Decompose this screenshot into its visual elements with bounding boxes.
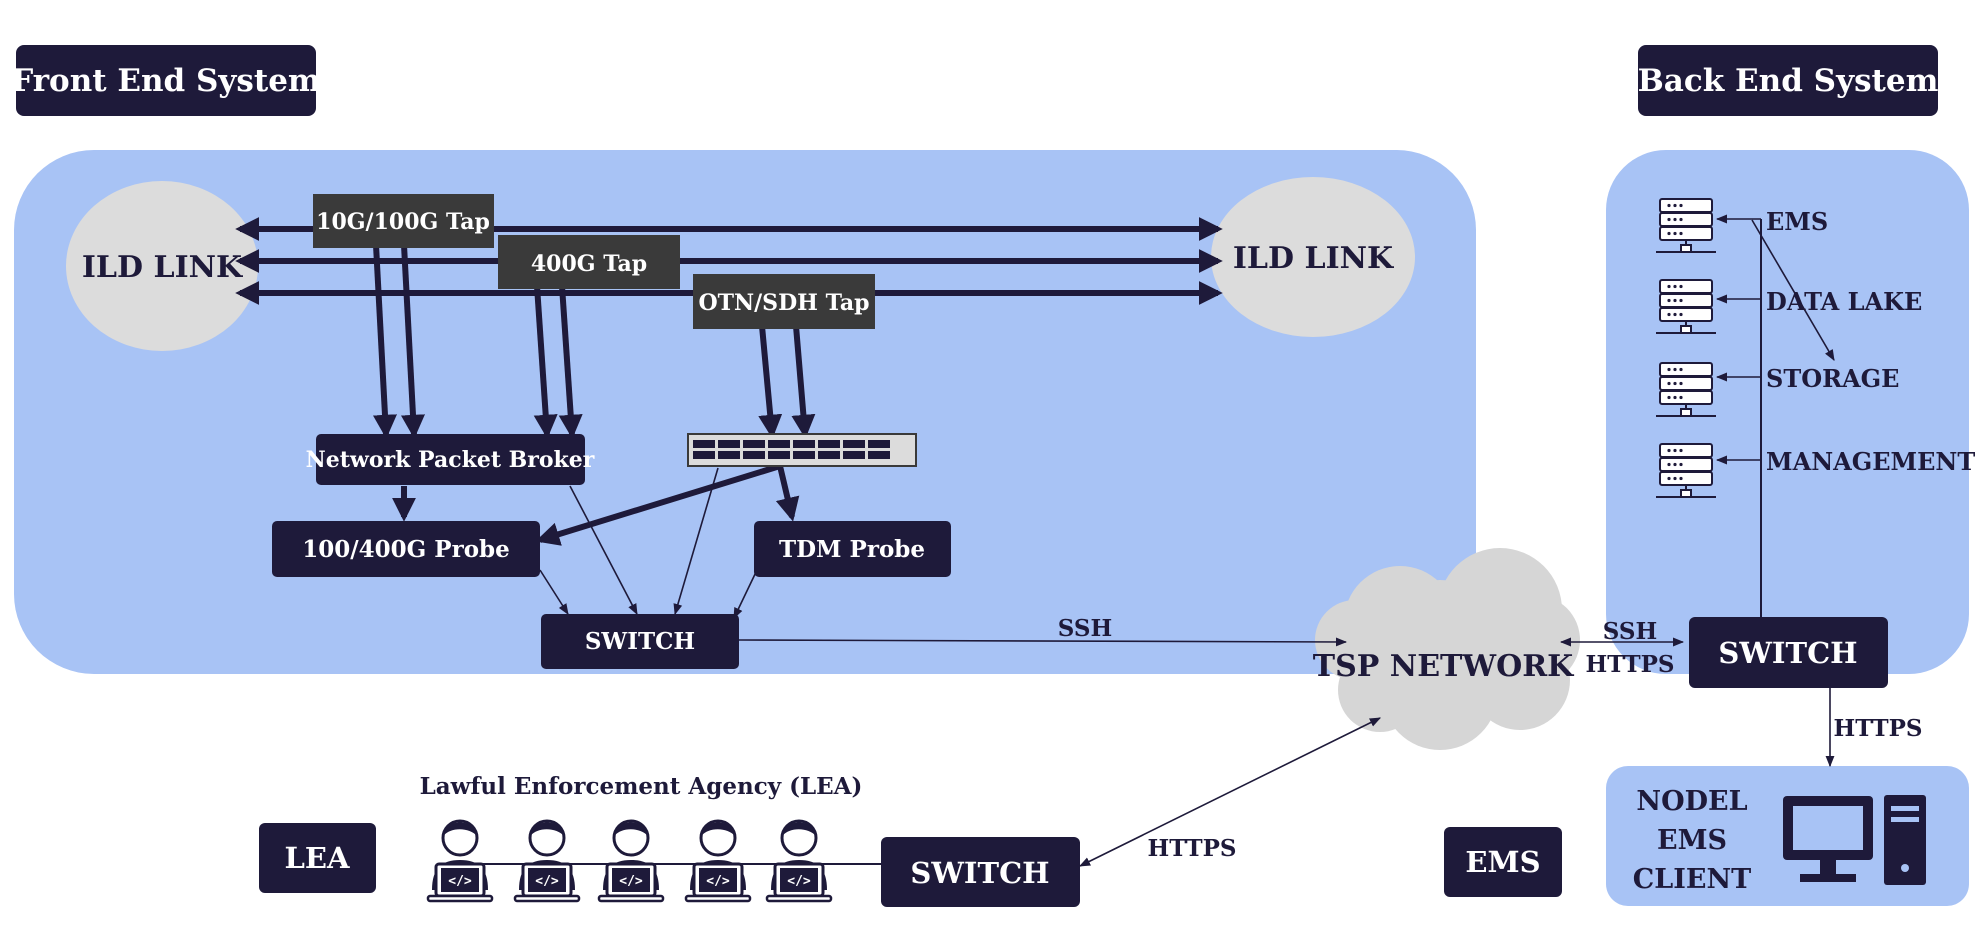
ems-box: EMS — [1444, 827, 1562, 897]
server-label-storage: STORAGE — [1766, 364, 1899, 393]
lea-box: LEA — [259, 823, 376, 893]
tdm-probe: TDM Probe — [754, 521, 951, 577]
back-switch: SWITCH — [1689, 617, 1888, 688]
client-label-line-2: EMS — [1657, 825, 1727, 856]
switch-feeds — [539, 467, 758, 620]
svg-text:SWITCH: SWITCH — [1718, 636, 1857, 670]
tsp-network-cloud — [1315, 548, 1580, 750]
lea-caption: Lawful Enforcement Agency (LEA) — [420, 773, 863, 800]
tap-feeds — [373, 244, 816, 546]
link-front-tsp — [738, 637, 1348, 647]
lea-switch: SWITCH — [881, 837, 1080, 907]
back-bus-diagonal — [1751, 219, 1835, 361]
lea-user-3 — [597, 819, 665, 903]
lea-user-5 — [765, 819, 833, 903]
link-lea-tsp — [1078, 717, 1382, 867]
link-lea-tsp-label: HTTPS — [1147, 835, 1236, 862]
lea-user-4 — [684, 819, 752, 903]
link-front-tsp-label: SSH — [1058, 615, 1112, 642]
svg-text:Network Packet Broker: Network Packet Broker — [306, 447, 595, 473]
rack-switch-hardware-icon — [687, 433, 917, 467]
server-label-data-lake: DATA LAKE — [1766, 287, 1922, 316]
server-links — [1715, 214, 1761, 465]
lea-user-1 — [426, 819, 494, 903]
svg-text:OTN/SDH Tap: OTN/SDH Tap — [699, 290, 870, 316]
link-tsp-back-label-https: HTTPS — [1585, 651, 1674, 678]
svg-text:ILD LINK: ILD LINK — [1233, 241, 1394, 276]
svg-text:100/400G Probe: 100/400G Probe — [302, 536, 510, 563]
ild-link-left: ILD LINK — [66, 181, 258, 351]
svg-text:TDM Probe: TDM Probe — [779, 536, 925, 563]
svg-text:10G/100G Tap: 10G/100G Tap — [316, 209, 490, 235]
front-switch: SWITCH — [541, 614, 739, 669]
back-end-title: Back End System — [1638, 45, 1939, 116]
ild-link-right: ILD LINK — [1211, 177, 1415, 337]
svg-text:EMS: EMS — [1465, 845, 1540, 879]
tsp-network-label: TSP NETWORK — [1313, 649, 1574, 684]
svg-text:LEA: LEA — [285, 841, 350, 875]
svg-text:Front End System: Front End System — [11, 63, 321, 99]
tap-400g: 400G Tap — [498, 235, 680, 289]
client-label-line-1: NODEL — [1636, 786, 1747, 817]
link-tsp-back-label-ssh: SSH — [1603, 618, 1657, 645]
server-label-ems: EMS — [1766, 207, 1828, 236]
tap-otn-sdh: OTN/SDH Tap — [693, 274, 875, 329]
client-label-line-3: CLIENT — [1633, 864, 1751, 895]
svg-text:400G Tap: 400G Tap — [531, 251, 647, 277]
probe-100-400g: 100/400G Probe — [272, 521, 540, 577]
tap-10g-100g: 10G/100G Tap — [313, 194, 494, 248]
front-end-title: Front End System — [11, 45, 321, 116]
svg-text:SWITCH: SWITCH — [585, 628, 695, 655]
link-back-client-label: HTTPS — [1833, 715, 1922, 742]
svg-text:ILD LINK: ILD LINK — [82, 250, 243, 285]
lea-user-2 — [513, 819, 581, 903]
desktop-computer-icon — [1783, 795, 1926, 885]
network-packet-broker: Network Packet Broker — [306, 434, 595, 485]
lea-users — [426, 819, 833, 903]
svg-text:SWITCH: SWITCH — [910, 856, 1049, 890]
server-label-management: MANAGEMENT — [1766, 447, 1975, 476]
svg-text:Back End System: Back End System — [1638, 63, 1939, 99]
